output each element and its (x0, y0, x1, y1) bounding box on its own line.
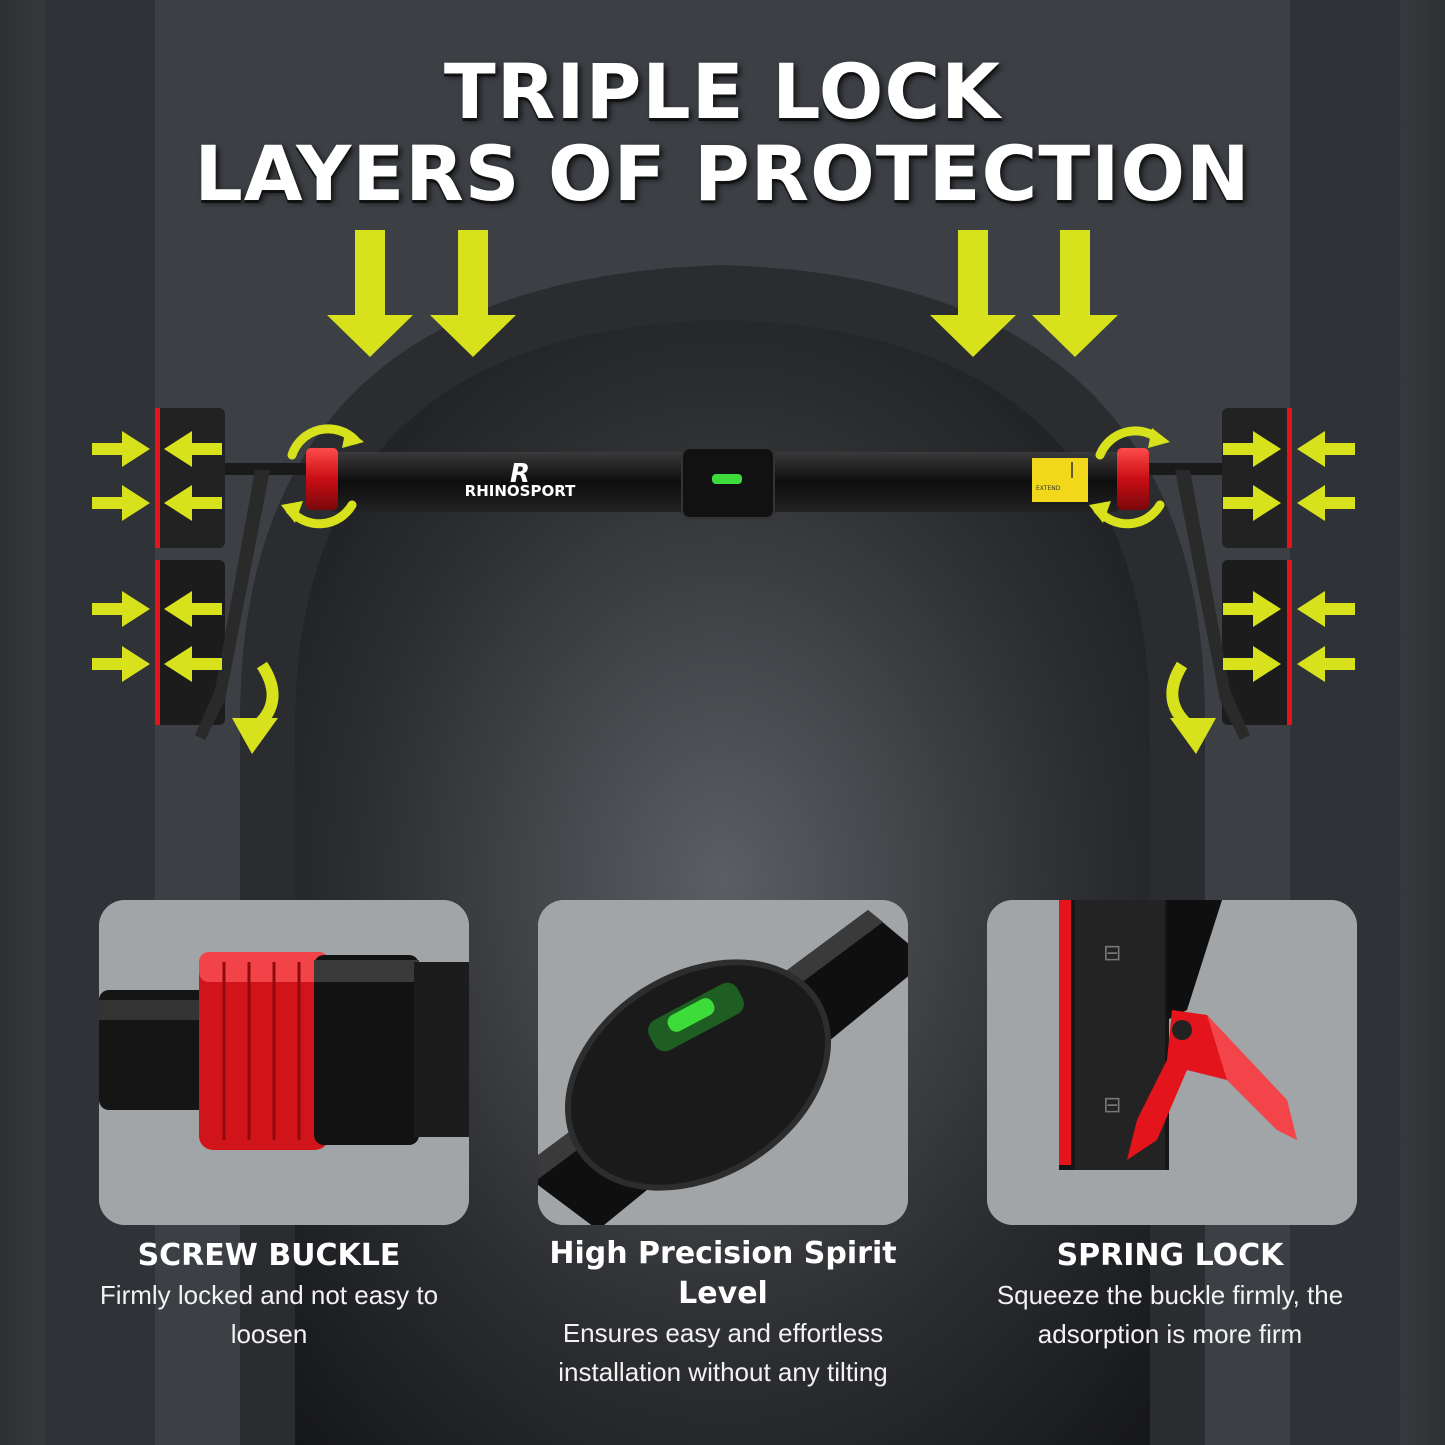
left-arrow-icon (164, 646, 222, 682)
feature-description: Ensures easy and effortless installation… (558, 1318, 888, 1387)
svg-text:⊟: ⊟ (1103, 1093, 1121, 1118)
left-arrow-icon (164, 591, 222, 627)
down-arrow-icon (1032, 230, 1118, 357)
headline-line-1: TRIPLE LOCK (443, 47, 1002, 136)
feature-card-spirit-level (538, 900, 908, 1225)
right-arrow-icon (1223, 431, 1281, 467)
curved-down-arrow-icon (1166, 661, 1193, 730)
feature-title: SPRING LOCK (1056, 1238, 1284, 1273)
extend-sticker (1032, 458, 1088, 502)
feature-caption-spirit-level: High Precision Spirit Level Ensures easy… (513, 1234, 933, 1392)
feature-description: Firmly locked and not easy to loosen (99, 1280, 439, 1349)
feature-card-screw-buckle (99, 900, 469, 1225)
side-arrows-right (1223, 431, 1355, 682)
brand-mark: R (510, 459, 530, 489)
right-arrow-icon (1223, 646, 1281, 682)
spirit-level-image (538, 900, 908, 1225)
right-arrow-icon (92, 646, 150, 682)
down-arrow-icon (430, 230, 516, 357)
feature-caption-screw-buckle: SCREW BUCKLE Firmly locked and not easy … (59, 1236, 479, 1354)
left-arrow-icon (1297, 591, 1355, 627)
spring-lock-image: ⊟ ⊟ (987, 900, 1357, 1225)
left-bracket (155, 408, 270, 740)
headline-line-2: LAYERS OF PROTECTION (194, 129, 1251, 218)
down-arrows (327, 230, 1118, 357)
right-arrow-icon (92, 431, 150, 467)
brand-name: RHINOSPORT (465, 482, 576, 500)
left-arrow-icon (164, 431, 222, 467)
right-red-knob (1117, 448, 1149, 510)
feature-title: SCREW BUCKLE (137, 1238, 401, 1273)
left-arrow-icon (1297, 431, 1355, 467)
right-arrow-icon (1223, 485, 1281, 521)
right-arrow-icon (1223, 591, 1281, 627)
svg-text:⊟: ⊟ (1103, 941, 1121, 966)
right-bracket (1175, 408, 1292, 740)
headline: TRIPLE LOCK LAYERS OF PROTECTION (0, 50, 1445, 214)
feature-card-spring-lock: ⊟ ⊟ (987, 900, 1357, 1225)
left-arrow-icon (1297, 646, 1355, 682)
left-red-knob (306, 448, 338, 510)
down-arrow-icon (327, 230, 413, 357)
feature-description: Squeeze the buckle firmly, the adsorptio… (996, 1280, 1344, 1349)
side-arrows-left (92, 431, 222, 682)
feature-caption-spring-lock: SPRING LOCK Squeeze the buckle firmly, t… (960, 1236, 1380, 1354)
right-arrow-icon (92, 485, 150, 521)
right-arrow-icon (92, 591, 150, 627)
screw-buckle-image (99, 900, 469, 1225)
down-arrow-icon (930, 230, 1016, 357)
curved-down-arrow-icon (253, 661, 279, 730)
spirit-level-bubble (712, 474, 742, 484)
feature-title: High Precision Spirit Level (549, 1236, 897, 1311)
left-arrow-icon (1297, 485, 1355, 521)
left-arrow-icon (164, 485, 222, 521)
extend-sticker-text: EXTEND (1036, 485, 1061, 492)
curved-down-arrows (232, 661, 1216, 754)
